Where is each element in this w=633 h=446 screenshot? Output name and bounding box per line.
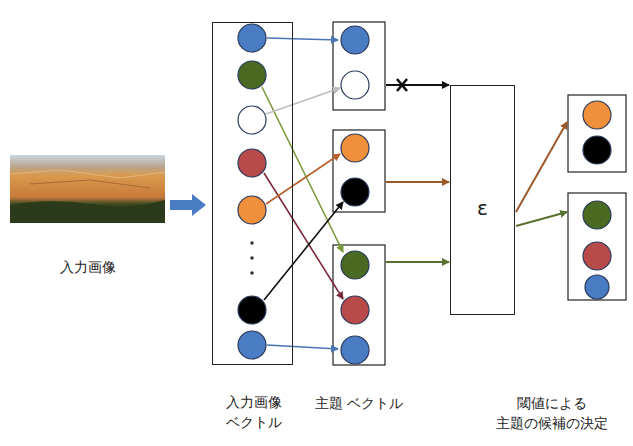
threshold-box: ε: [450, 85, 515, 315]
feature-circles: [238, 24, 611, 364]
caption-label: 閾値による 主題の候補の決定: [477, 393, 627, 434]
ellipsis-dots: [250, 241, 254, 275]
blocked-mark: [397, 79, 407, 91]
node-text: 入力画像: [10, 257, 165, 277]
node-text: 入力画像 ベクトル: [209, 392, 299, 433]
threshold-arrows: [386, 85, 567, 262]
caption-label: 主題 ベクトル: [314, 393, 404, 413]
vector-box: 入力画像 ベクトル: [212, 22, 293, 365]
input-photo: [10, 155, 165, 223]
photo-node: 入力画像: [10, 155, 165, 223]
block-arrow: [170, 194, 206, 216]
mapping-arrows: [262, 38, 343, 349]
node-text: ε: [451, 194, 514, 223]
topic-boxes: [333, 22, 626, 365]
